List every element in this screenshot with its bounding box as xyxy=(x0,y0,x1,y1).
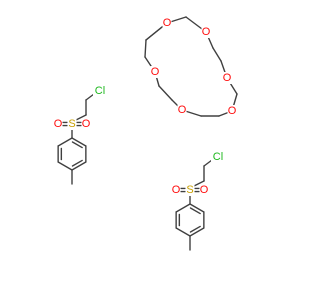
crown-oxygen-6-backdrop xyxy=(150,66,160,78)
crown-oxygen-5: O xyxy=(177,104,187,116)
crown-oxygen-3: O xyxy=(222,72,232,84)
tosyl-left-chlorine-atom-backdrop xyxy=(93,85,107,97)
tosyl-left-ring-bond xyxy=(57,137,73,147)
bond-layer xyxy=(57,16,238,251)
tosyl-right-ring-bond xyxy=(189,203,205,213)
tosyl-left-sulfonyl-oxygen-right-label: O xyxy=(82,118,91,130)
tosyl-right-c-s-bond xyxy=(193,180,205,187)
tosyl-left-chlorine-atom: Cl xyxy=(93,85,107,97)
tosyl-left-sulfonyl-oxygen-left-backdrop xyxy=(53,118,63,130)
tosyl-right-sulfonyl-oxygen-right-label: O xyxy=(200,184,209,196)
tosyl-right-ring-inner-bond xyxy=(189,225,201,233)
tosyl-right-chlorine-atom-label: Cl xyxy=(213,151,223,163)
crown-ring-bond xyxy=(158,85,173,101)
tosyl-right-sulfur-atom: S xyxy=(185,184,195,196)
crown-oxygen-4-label: O xyxy=(228,105,237,117)
tosyl-left-sulfur-atom: S xyxy=(67,118,77,130)
tosyl-right-chlorine-atom: Cl xyxy=(211,151,225,163)
crown-oxygen-1: O xyxy=(162,17,172,29)
crown-oxygen-2-label: O xyxy=(202,26,211,38)
crown-oxygen-5-backdrop xyxy=(177,104,187,116)
tosyl-right-sulfonyl-oxygen-left-label: O xyxy=(172,184,181,196)
tosyl-left-c-cl-bond xyxy=(85,93,95,101)
tosyl-left-sulfur-atom-label: S xyxy=(68,118,75,130)
tosyl-left-sulfonyl-oxygen-right: O xyxy=(81,118,91,130)
crown-oxygen-2: O xyxy=(201,26,211,38)
tosyl-right-sulfonyl-oxygen-left: O xyxy=(171,184,181,196)
crown-oxygen-4-backdrop xyxy=(227,105,237,117)
tosyl-left-ring-inner-bond xyxy=(71,141,83,149)
crown-oxygen-2-backdrop xyxy=(201,26,211,38)
crown-ring-bond xyxy=(144,39,147,58)
tosyl-right-c-cl-bond xyxy=(203,159,213,167)
tosyl-right-sulfur-atom-backdrop xyxy=(185,184,195,196)
tosyl-left-c-s-bond xyxy=(75,114,87,121)
crown-oxygen-5-label: O xyxy=(178,104,187,116)
tosyl-left-sulfonyl-oxygen-left: O xyxy=(53,118,63,130)
crown-oxygen-6-label: O xyxy=(151,66,160,78)
tosyl-left-ring-bond xyxy=(57,161,73,171)
tosyl-right-ring-bond xyxy=(175,227,191,237)
crown-oxygen-1-label: O xyxy=(163,17,172,29)
tosyl-left-ring-bond xyxy=(71,161,87,171)
tosyl-left-sulfonyl-oxygen-left-label: O xyxy=(54,118,63,130)
tosyl-right-chlorine-atom-backdrop xyxy=(211,151,225,163)
crown-oxygen-3-label: O xyxy=(223,72,232,84)
tosyl-left-ring-inner-bond xyxy=(71,159,83,167)
tosyl-right-ring-inner-bond xyxy=(189,207,201,215)
tosyl-right-sulfonyl-oxygen-left-backdrop xyxy=(171,184,181,196)
tosyl-left-sulfonyl-oxygen-right-backdrop xyxy=(81,118,91,130)
tosyl-right-sulfur-atom-label: S xyxy=(186,184,193,196)
tosyl-left-chlorine-atom-label: Cl xyxy=(95,85,105,97)
tosyl-left-ring-bond xyxy=(71,137,87,147)
tosyl-right-ring-bond xyxy=(175,203,191,213)
crown-ring-bond xyxy=(212,47,222,62)
crown-oxygen-6: O xyxy=(150,66,160,78)
tosyl-right-ring-bond xyxy=(189,227,205,237)
crown-oxygen-3-backdrop xyxy=(222,72,232,84)
tosyl-right-sulfonyl-oxygen-right: O xyxy=(199,184,209,196)
crown-oxygen-1-backdrop xyxy=(162,17,172,29)
tosyl-right-sulfonyl-oxygen-right-backdrop xyxy=(199,184,209,196)
crown-oxygen-4: O xyxy=(227,105,237,117)
tosyl-left-sulfur-atom-backdrop xyxy=(67,118,77,130)
